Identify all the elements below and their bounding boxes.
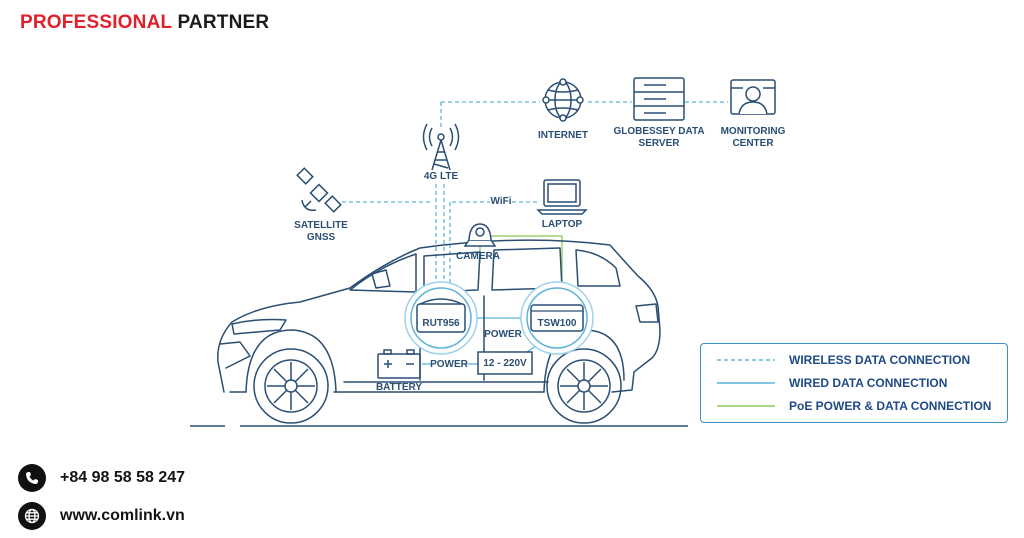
legend-label-wireless: WIRELESS DATA CONNECTION — [789, 353, 971, 367]
phone-icon — [18, 464, 46, 492]
globe-icon — [542, 78, 584, 122]
wifi-label: WiFi — [490, 196, 512, 207]
legend-swatch-poe — [717, 405, 775, 407]
car-outline — [217, 239, 661, 393]
legend-label-wired: WIRED DATA CONNECTION — [789, 376, 948, 390]
brand-title-dark: PARTNER — [177, 12, 270, 33]
front-wheel — [253, 348, 329, 424]
car-mirror — [371, 269, 391, 289]
monitoring-label-line1: MONITORING — [720, 126, 786, 137]
car-taillight — [635, 303, 659, 323]
legend-row-wired: WIRED DATA CONNECTION — [717, 375, 947, 391]
contact-website[interactable]: www.comlink.vn — [18, 502, 185, 530]
battery-icon — [377, 349, 421, 379]
car-front-bumper — [219, 341, 251, 369]
line-camera-switch — [488, 235, 563, 287]
power-label-top: POWER — [484, 329, 522, 340]
switch-tsw100 — [520, 281, 594, 355]
car-windshield — [349, 253, 417, 293]
cell-tower-icon — [422, 123, 460, 171]
legend: WIRELESS DATA CONNECTION WIRED DATA CONN… — [700, 343, 1008, 423]
laptop-label: LAPTOP — [541, 219, 583, 230]
server-label-line1: GLOBESSEY DATA — [613, 126, 705, 137]
lte-label: 4G LTE — [423, 171, 459, 182]
website-link[interactable]: www.comlink.vn — [60, 507, 185, 524]
legend-swatch-wired — [717, 382, 775, 384]
router-label: RUT956 — [422, 318, 460, 329]
satellite-label-line2: GNSS — [306, 232, 336, 243]
globe-web-icon — [18, 502, 46, 530]
car-side-window-1 — [423, 251, 481, 293]
monitoring-center-icon — [730, 79, 776, 115]
voltage-label: 12 - 220V — [483, 358, 527, 369]
server-label-line2: SERVER — [638, 138, 680, 149]
internet-label: INTERNET — [538, 130, 588, 141]
brand-title-red: PROFESSIONAL — [20, 12, 172, 33]
legend-label-poe: PoE POWER & DATA CONNECTION — [789, 399, 992, 413]
legend-row-poe: PoE POWER & DATA CONNECTION — [717, 398, 991, 414]
legend-swatch-wireless — [717, 359, 775, 361]
phone-number[interactable]: +84 98 58 58 247 — [60, 469, 186, 486]
camera-label: CAMERA — [456, 251, 500, 262]
brand-title: PROFESSIONAL PARTNER — [20, 12, 269, 34]
legend-row-wireless: WIRELESS DATA CONNECTION — [717, 352, 970, 368]
switch-label: TSW100 — [537, 318, 577, 329]
satellite-icon — [296, 167, 342, 213]
wireless-connection-lines — [342, 101, 728, 292]
car-front-arch — [245, 329, 337, 393]
monitoring-label-line2: CENTER — [732, 138, 774, 149]
car-body — [217, 239, 661, 393]
rear-wheel — [546, 348, 622, 424]
power-label-left: POWER — [430, 359, 468, 370]
server-icon — [633, 77, 685, 121]
camera-icon — [463, 223, 497, 247]
voltage-box — [477, 351, 533, 375]
laptop-icon — [536, 179, 588, 215]
car-rear-window — [575, 249, 621, 287]
contact-phone[interactable]: +84 98 58 58 247 — [18, 464, 185, 492]
battery-label: BATTERY — [375, 382, 423, 393]
satellite-label-line1: SATELLITE — [294, 220, 348, 231]
router-rut956 — [404, 281, 478, 355]
car-headlight — [231, 318, 287, 335]
